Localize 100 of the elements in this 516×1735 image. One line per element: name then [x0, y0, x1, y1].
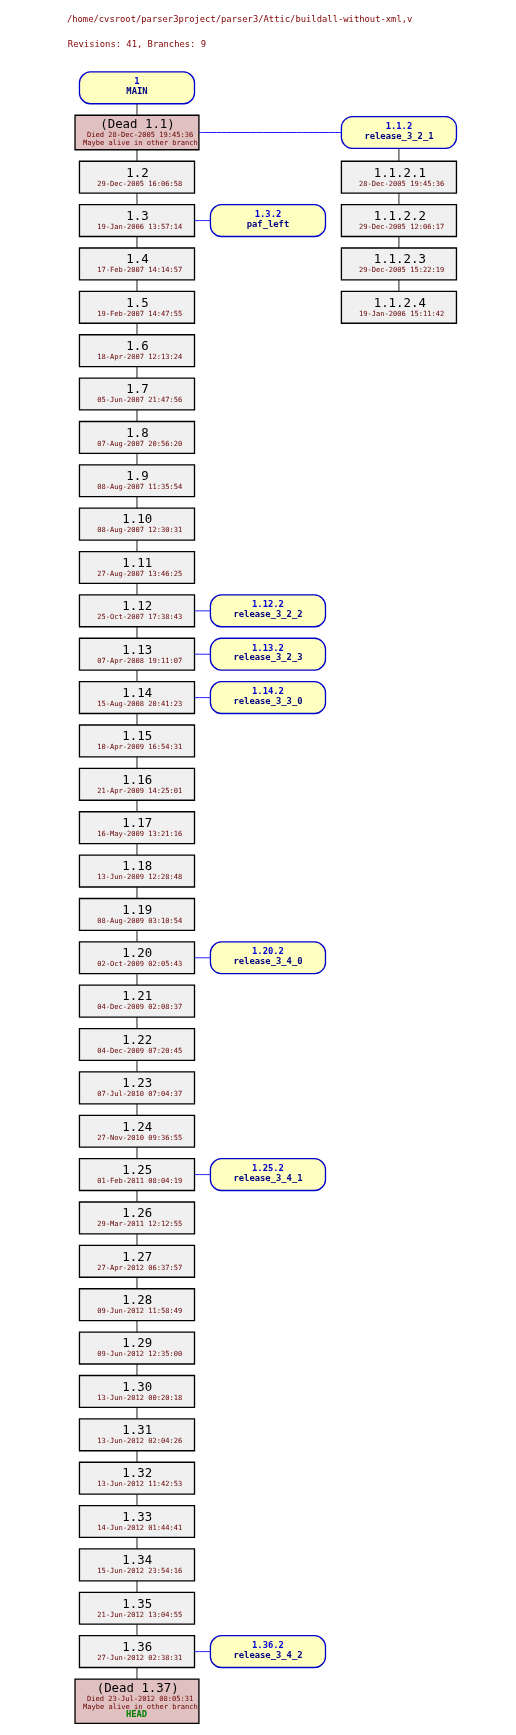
- connector: [136, 583, 138, 596]
- node-box: 1.27 27-Apr-2012 06:37:57: [78, 1244, 196, 1278]
- connector: [136, 279, 138, 292]
- connector: [136, 1537, 138, 1550]
- connector: [194, 610, 211, 612]
- connector: [136, 1493, 138, 1506]
- node-box: 1.28 09-Jun-2012 11:58:49: [78, 1288, 196, 1322]
- connector: [136, 626, 138, 639]
- node-box: 1.14 15-Aug-2008 20:41:23: [78, 681, 196, 715]
- connector: [136, 1060, 138, 1073]
- connector: [194, 653, 211, 655]
- connector: [136, 192, 138, 205]
- node-box: 1.15 10-Apr-2009 16:54:31: [78, 724, 196, 758]
- connector: [136, 1667, 138, 1680]
- connector: [194, 1651, 211, 1653]
- node-box: 1.1.2.3 29-Dec-2005 15:22:19: [340, 247, 458, 281]
- node-box: 1.16 21-Apr-2009 14:25:01: [78, 767, 196, 801]
- connector: [398, 192, 400, 205]
- connector: [136, 713, 138, 726]
- node-box: 1.26 29-Mar-2011 12:12:55: [78, 1201, 196, 1235]
- connector: [136, 453, 138, 466]
- node-box: 1.9 08-Aug-2007 11:35:54: [78, 464, 196, 498]
- connector: [136, 930, 138, 943]
- node-box: 1 MAIN: [78, 71, 196, 105]
- connector: [136, 1190, 138, 1203]
- connector: [136, 366, 138, 379]
- connector: [136, 323, 138, 335]
- node-box: 1.13 07-Apr-2008 19:11:07: [78, 637, 196, 671]
- node-box: 1.35 21-Jun-2012 13:04:55: [78, 1591, 196, 1625]
- connector: [136, 1277, 138, 1289]
- connector: [136, 843, 138, 856]
- connector: [136, 1320, 138, 1333]
- node-box: 1.18 13-Jun-2009 12:28:48: [78, 854, 196, 888]
- node-box: 1.1.2.2 29-Dec-2005 12:06:17: [340, 203, 458, 238]
- node-box: 1.31 13-Jun-2012 02:04:26: [78, 1418, 196, 1452]
- label: Revisions: 41, Branches: 9: [67, 38, 207, 49]
- connector: [136, 756, 138, 769]
- connector: [398, 236, 400, 249]
- connector: [136, 800, 138, 812]
- connector: [136, 1623, 138, 1636]
- node-box: 1.20 02-Oct-2009 02:05:43: [78, 941, 196, 975]
- node-box: 1.19 08-Aug-2009 03:10:54: [78, 897, 196, 931]
- node-box: 1.17 16-May-2009 13:21:16: [78, 811, 196, 845]
- node-box: 1.1.2 release_3_2_1: [340, 115, 458, 150]
- node-box: 1.7 05-Jun-2007 21:47:56: [78, 377, 196, 411]
- node-box: 1.36 27-Jun-2012 02:38:31: [78, 1635, 196, 1669]
- connector: [136, 1450, 138, 1463]
- connector: [194, 957, 211, 959]
- connector: [398, 148, 400, 162]
- connector: [198, 132, 342, 133]
- node-box: 1.23 07-Jul-2010 07:04:37: [78, 1071, 196, 1105]
- node-box: 1.30 13-Jun-2012 00:20:18: [78, 1374, 196, 1408]
- node-box: 1.24 27-Nov-2010 09:36:55: [78, 1114, 196, 1148]
- connector: [136, 1580, 138, 1593]
- node-box: 1.25.2 release_3_4_1: [209, 1158, 327, 1192]
- connector: [194, 1174, 211, 1176]
- node-box: 1.10 08-Aug-2007 12:30:31: [78, 507, 196, 541]
- connector: [398, 279, 400, 292]
- node-box: 1.3 19-Jan-2006 13:57:14: [78, 203, 196, 238]
- node-box: 1.4 17-Feb-2007 14:14:57: [78, 247, 196, 281]
- node-box: 1.20.2 release_3_4_0: [209, 941, 327, 975]
- connector: [136, 973, 138, 986]
- connector: [136, 1407, 138, 1420]
- node-box: 1.21 04-Dec-2009 02:08:37: [78, 984, 196, 1018]
- connector: [136, 886, 138, 899]
- connector: [136, 1233, 138, 1246]
- node-box: 1.8 07-Aug-2007 20:56:20: [78, 420, 196, 454]
- diagram-title: /home/cvsroot/parser3project/parser3/Attic/buildall-without-xml,v: [66, 14, 413, 25]
- node-box: 1.25 01-Feb-2011 08:04:19: [78, 1158, 196, 1192]
- connector: [136, 1016, 138, 1029]
- node-box: 1.13.2 release_3_2_3: [209, 637, 327, 671]
- node-box: 1.5 19-Feb-2007 14:47:55: [78, 290, 196, 324]
- node-box: 1.1.2.4 19-Jan-2006 15:11:42: [340, 290, 458, 324]
- connector: [194, 220, 211, 221]
- node-box: 1.12.2 release_3_2_2: [209, 594, 327, 628]
- node-box: 1.11 27-Aug-2007 13:46:25: [78, 550, 196, 585]
- connector: [136, 1363, 138, 1376]
- connector: [136, 1103, 138, 1116]
- node-box: 1.1.2.1 28-Dec-2005 19:45:36: [340, 160, 458, 194]
- connector: [136, 669, 138, 682]
- connector: [136, 409, 138, 422]
- connector: [194, 697, 211, 699]
- node-box: (Dead 1.1) Died 28-Dec-2005 19:45:36 Maybe alive in other branch: [74, 114, 200, 151]
- node-box: 1.12 25-Oct-2007 17:38:43: [78, 594, 196, 628]
- node-box: 1.29 09-Jun-2012 12:35:00: [78, 1331, 196, 1365]
- node-box: 1.14.2 release_3_3_0: [209, 681, 327, 715]
- connector: [136, 496, 138, 509]
- node-box: 1.36.2 release_3_4_2: [209, 1635, 327, 1669]
- node-box: 1.22 04-Dec-2009 07:20:45: [78, 1027, 196, 1062]
- node-box: 1.3.2 paf_left: [209, 203, 327, 238]
- connector: [136, 1146, 138, 1159]
- node-box: 1.2 29-Dec-2005 16:06:58: [78, 160, 196, 194]
- node-box: 1.34 15-Jun-2012 23:54:16: [78, 1548, 196, 1582]
- connector: [136, 539, 138, 552]
- node-box: 1.33 14-Jun-2012 01:44:41: [78, 1504, 196, 1539]
- connector: [136, 236, 138, 249]
- connector: [136, 149, 138, 162]
- node-box: 1.32 13-Jun-2012 11:42:53: [78, 1461, 196, 1495]
- node-box: 1.6 18-Apr-2007 12:13:24: [78, 334, 196, 368]
- node-box: (Dead 1.37) Died 23-Jul-2012 08:05:31 Maybe alive in other branch HEAD: [74, 1678, 200, 1724]
